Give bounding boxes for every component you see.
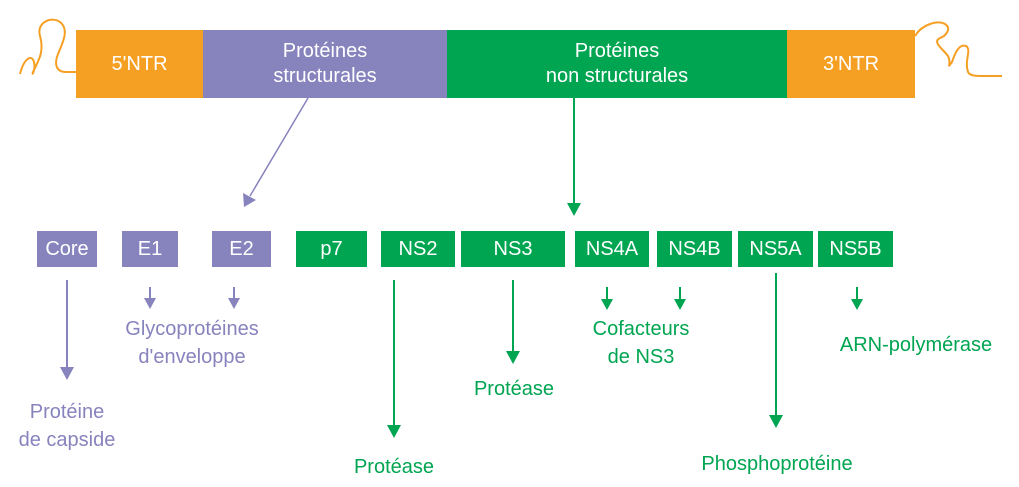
function-phosphoprotein: Phosphoprotéine: [701, 453, 853, 475]
e2-arrow: [228, 287, 240, 309]
protein-ns5a: NS5A: [738, 231, 813, 267]
protein-ns3: NS3: [461, 231, 565, 267]
nonstructural-label-line2: non structurales: [545, 65, 689, 87]
structural-segment: Protéines structurales: [203, 30, 447, 98]
utr3-stem-loop-icon: [914, 21, 1002, 77]
ns5b-arrow: [851, 287, 863, 310]
protein-e2: E2: [212, 231, 271, 267]
ns4b-arrow: [674, 287, 686, 310]
function-polymerase: ARN-polymérase: [839, 334, 993, 356]
function-ns2-protease: Protéase: [353, 456, 435, 478]
ns4a-arrow: [601, 287, 613, 310]
protein-ns4b-label: NS4B: [668, 237, 721, 260]
protein-ns3-label: NS3: [493, 237, 533, 260]
protein-ns5b: NS5B: [818, 231, 893, 267]
nonstructural-label-line1: Protéines: [574, 40, 660, 62]
function-envelope-line2: d'enveloppe: [138, 346, 246, 368]
protein-e1: E1: [122, 231, 178, 267]
function-envelope-line1: Glycoprotéines: [125, 318, 259, 340]
utr3-label: 3'NTR: [822, 52, 880, 75]
protein-ns4a-label: NS4A: [585, 237, 639, 260]
protein-ns2-label: NS2: [398, 237, 438, 260]
utr5-stem-loop-icon: [19, 18, 76, 75]
protein-e1-label: E1: [137, 237, 163, 260]
protein-core-label: Core: [45, 237, 89, 260]
function-capsid-line1: Protéine: [29, 401, 105, 423]
e1-arrow: [144, 287, 156, 309]
function-capsid-line2: de capside: [18, 429, 116, 451]
ns3-arrow: [506, 280, 520, 364]
function-cofactors-line2: de NS3: [607, 346, 675, 368]
protein-ns2: NS2: [381, 231, 455, 267]
structural-arrow: [243, 97, 309, 207]
nonstructural-segment: Protéines non structurales: [447, 30, 787, 98]
structural-label-line2: structurales: [273, 65, 377, 87]
protein-core: Core: [37, 231, 97, 267]
function-cofactors-line1: Cofacteurs: [592, 318, 690, 340]
protein-e2-label: E2: [229, 237, 254, 260]
utr5-segment: 5'NTR: [76, 30, 203, 98]
nonstructural-arrow: [567, 98, 581, 216]
ns5a-arrow: [769, 273, 783, 428]
protein-p7-label: p7: [320, 237, 343, 260]
protein-ns4b: NS4B: [657, 231, 732, 267]
function-envelope: Glycoprotéines d'enveloppe: [125, 315, 258, 371]
protein-ns4a: NS4A: [575, 231, 649, 267]
ns2-arrow: [387, 280, 401, 438]
function-cofactors: Cofacteurs de NS3: [593, 315, 690, 371]
protein-ns5b-label: NS5B: [829, 237, 882, 260]
core-arrow: [60, 280, 74, 380]
function-capsid: Protéine de capside: [19, 398, 116, 454]
protein-p7: p7: [296, 231, 367, 267]
function-ns3-protease: Protéase: [473, 378, 555, 400]
utr5-label: 5'NTR: [111, 52, 168, 75]
protein-ns5a-label: NS5A: [749, 237, 802, 260]
structural-label-line1: Protéines: [282, 40, 368, 62]
utr3-segment: 3'NTR: [787, 30, 915, 98]
